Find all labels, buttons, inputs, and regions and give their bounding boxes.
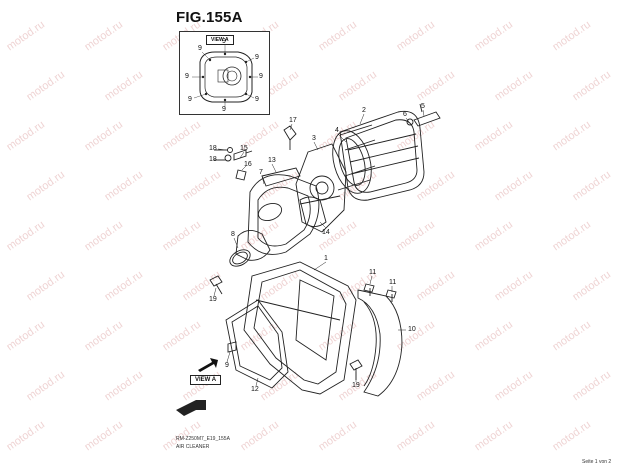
callout-19: 19 xyxy=(352,382,360,389)
outlet-pipe xyxy=(299,196,327,227)
view-a-label: VIEW A xyxy=(190,375,222,385)
callout-13: 13 xyxy=(268,157,276,164)
view-a-inset: VIEW A 9 9 9 9 9 9 9 9 xyxy=(179,31,270,115)
callout-17: 17 xyxy=(289,117,297,124)
side-cover xyxy=(357,289,403,397)
inset-drawing xyxy=(192,45,258,108)
inset-callout-9: 9 xyxy=(259,73,263,80)
inset-callout-9: 9 xyxy=(185,73,189,80)
callout-9: 9 xyxy=(225,362,229,369)
inset-callout-9: 9 xyxy=(255,54,259,61)
filter-cage xyxy=(332,124,376,194)
callout-2: 2 xyxy=(362,107,366,114)
inset-callout-9: 9 xyxy=(222,38,226,45)
callout-14: 14 xyxy=(322,229,330,236)
callout-1: 1 xyxy=(324,255,328,262)
figure-title: FIG.155A xyxy=(176,9,243,26)
airbox-seal xyxy=(225,299,289,389)
callout-3: 3 xyxy=(312,135,316,142)
inset-callout-9: 9 xyxy=(222,106,226,113)
filter-holder xyxy=(295,143,347,233)
callout-8: 8 xyxy=(231,231,235,238)
callout-11: 11 xyxy=(389,279,397,286)
hose-clamp xyxy=(229,249,251,267)
callout-15: 15 xyxy=(240,145,248,152)
page-indicator: Seite 1 von 2 xyxy=(582,459,612,465)
callout-12: 12 xyxy=(251,386,259,393)
inset-callout-9: 9 xyxy=(188,96,192,103)
callout-6: 6 xyxy=(403,111,407,118)
leader-lines xyxy=(213,109,425,387)
inset-callout-9: 9 xyxy=(198,45,202,52)
callout-19: 19 xyxy=(209,296,217,303)
airbox-seal-inner xyxy=(231,305,283,381)
callout-7: 7 xyxy=(259,169,263,176)
breather-parts xyxy=(406,103,441,127)
air-filter-element xyxy=(339,110,425,201)
front-arrow-icon xyxy=(176,400,206,416)
callout-18: 18 xyxy=(209,145,217,152)
view-direction-arrow xyxy=(198,358,218,372)
intake-boot xyxy=(235,174,320,261)
callout-10: 10 xyxy=(408,326,416,333)
callout-11: 11 xyxy=(369,269,377,276)
callout-4: 4 xyxy=(335,127,339,134)
model-code: RM-Z250M7_E19_155A xyxy=(176,436,230,442)
callout-16: 16 xyxy=(244,161,252,168)
fasteners-top xyxy=(214,125,297,181)
inset-callout-9: 9 xyxy=(255,96,259,103)
inset-view-label: VIEW A xyxy=(206,35,234,45)
figure-caption: AIR CLEANER xyxy=(176,444,210,450)
fasteners-lower xyxy=(209,275,397,380)
air-box xyxy=(243,261,357,395)
callout-5: 5 xyxy=(421,103,425,110)
bracket-plate xyxy=(261,167,301,187)
callout-18: 18 xyxy=(209,156,217,163)
